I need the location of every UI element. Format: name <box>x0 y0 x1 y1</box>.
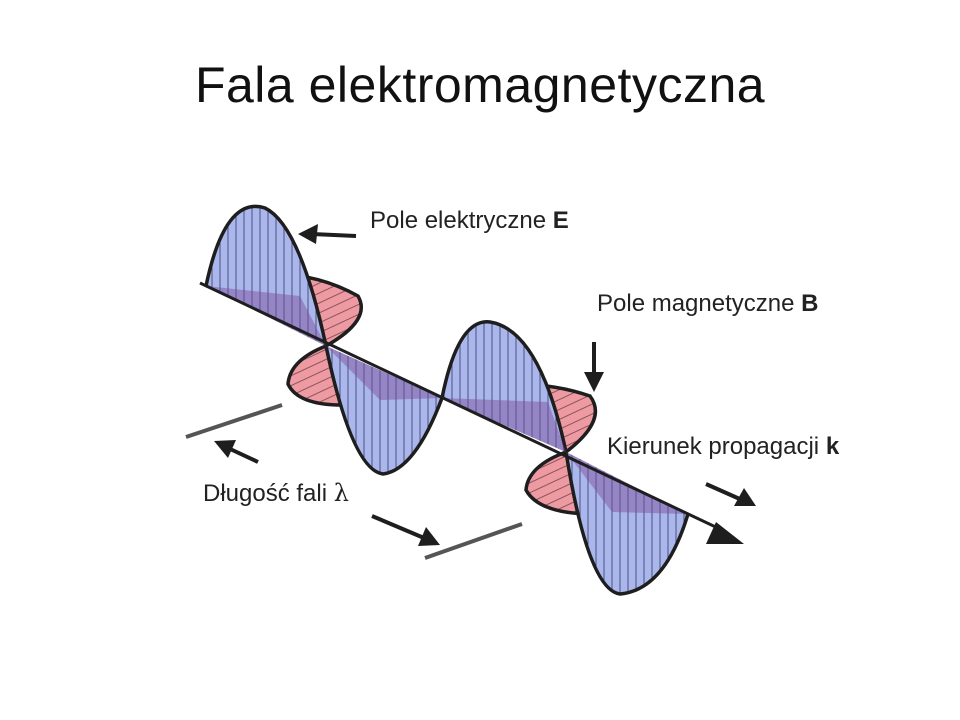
wavelength-ref-line-right <box>424 522 523 560</box>
electric-field-label-text: Pole elektryczne <box>370 207 553 234</box>
wavelength-symbol: λ <box>333 479 349 507</box>
wavelength-label-text: Długość fali <box>203 480 334 507</box>
propagation-label-text: Kierunek propagacji <box>607 433 826 460</box>
magnetic-field-symbol: B <box>801 290 819 317</box>
electric-field-wave <box>204 204 690 596</box>
propagation-axis-arrowhead <box>706 522 744 544</box>
propagation-symbol: k <box>825 433 840 460</box>
magnetic-field-pointer-arrow <box>584 342 604 392</box>
electric-field-symbol: E <box>552 207 569 234</box>
electric-field-label: Pole elektryczne E <box>370 207 569 235</box>
wavelength-right-arrow <box>371 514 440 546</box>
wavelength-left-arrow <box>214 440 259 464</box>
page-title: Fala elektromagnetyczna <box>194 57 766 113</box>
wavelength-label: Długość fali λ <box>203 479 349 508</box>
wavelength-ref-line-left <box>185 403 283 439</box>
magnetic-field-label: Pole magnetyczne B <box>597 290 818 318</box>
propagation-label: Kierunek propagacji k <box>607 433 839 461</box>
propagation-axis <box>199 281 723 532</box>
propagation-direction-arrow <box>705 482 756 506</box>
magnetic-field-label-text: Pole magnetyczne <box>597 290 802 317</box>
electric-field-pointer-arrow <box>298 224 357 244</box>
